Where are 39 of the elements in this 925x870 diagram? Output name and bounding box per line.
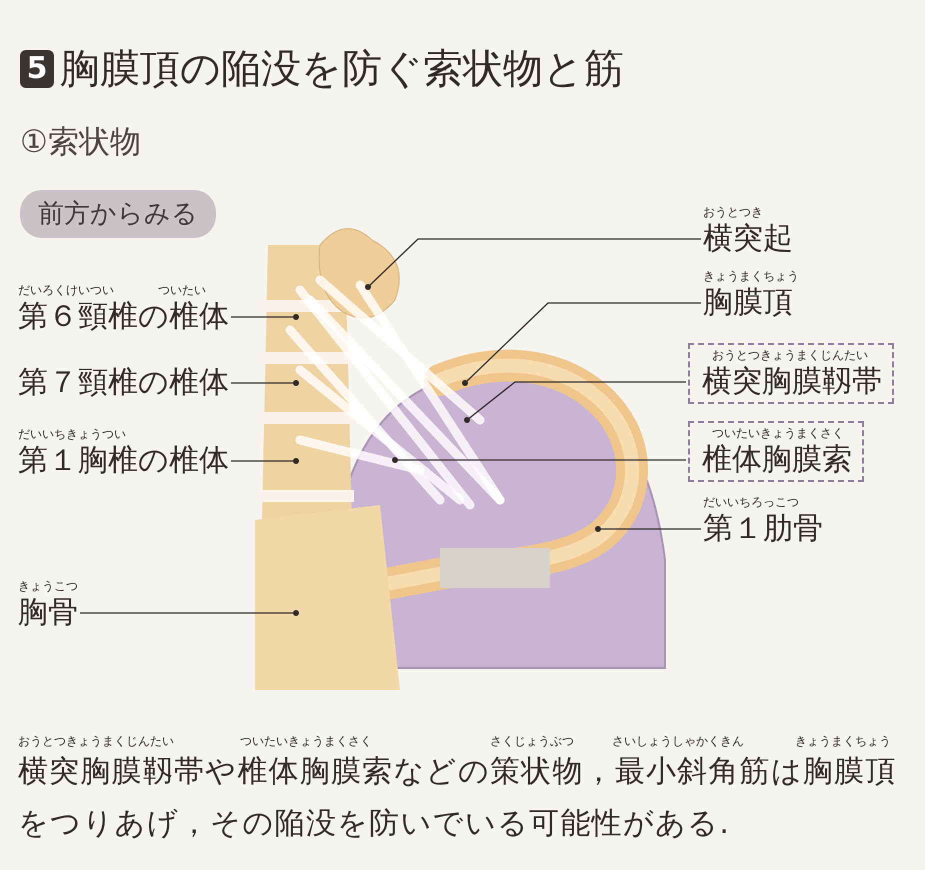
leader-line <box>231 380 299 386</box>
furigana-reading: おうとつき <box>703 204 763 221</box>
leader-line <box>231 314 299 320</box>
leader-line <box>80 610 299 616</box>
part-label: 胸膜頂 <box>703 285 793 321</box>
caption: 横突胸膜靱帯や椎体胸膜索などの策状物，最小斜角筋は胸膜頂をつりあげ，その陥没を防いでいる可能性がある. <box>18 753 898 843</box>
label-box <box>688 421 864 482</box>
furigana-reading: きょうまくちょう <box>795 733 891 749</box>
leader-line <box>462 302 701 386</box>
label-box <box>688 343 894 404</box>
part-label: 椎体胸膜索 <box>702 442 852 478</box>
part-label: 横突起 <box>703 221 793 257</box>
furigana-reading: だいいちろっこつ <box>703 494 799 511</box>
furigana-reading: だいろくけいつい <box>18 282 114 299</box>
leader-line <box>365 238 701 290</box>
furigana-reading: おうとつきょうまくじんたい <box>712 347 868 364</box>
furigana-reading: さいしょうしゃかくきん <box>612 733 744 749</box>
part-label: 胸骨 <box>18 595 78 631</box>
view-tag: 前方からみる <box>20 190 216 238</box>
furigana-reading: おうとつきょうまくじんたい <box>18 733 174 749</box>
part-label: 第６頸椎の椎体 <box>18 299 229 335</box>
furigana-reading: ついたい <box>158 282 206 299</box>
leader-line <box>595 526 701 532</box>
part-label: 第１胸椎の椎体 <box>18 443 229 479</box>
furigana-reading: さくじょうぶつ <box>490 733 574 749</box>
part-label: 横突胸膜靱帯 <box>702 364 882 400</box>
furigana-reading: ついたいきょうまくさく <box>240 733 372 749</box>
furigana-reading: だいいちきょうつい <box>18 426 126 443</box>
leader-line <box>464 381 686 423</box>
part-label: 第１肋骨 <box>703 511 823 547</box>
number-badge: 5 <box>20 50 54 88</box>
subtitle: ①索状物 <box>20 123 141 162</box>
part-label: 第７頸椎の椎体 <box>18 365 229 401</box>
leader-line <box>392 457 686 463</box>
leader-line <box>231 458 299 464</box>
furigana-reading: ついたいきょうまくさく <box>712 425 844 442</box>
furigana-reading: きょうまくちょう <box>703 268 799 285</box>
title: 胸膜頂の陥没を防ぐ索状物と筋 <box>60 45 624 94</box>
furigana-reading: きょうこつ <box>18 578 78 595</box>
